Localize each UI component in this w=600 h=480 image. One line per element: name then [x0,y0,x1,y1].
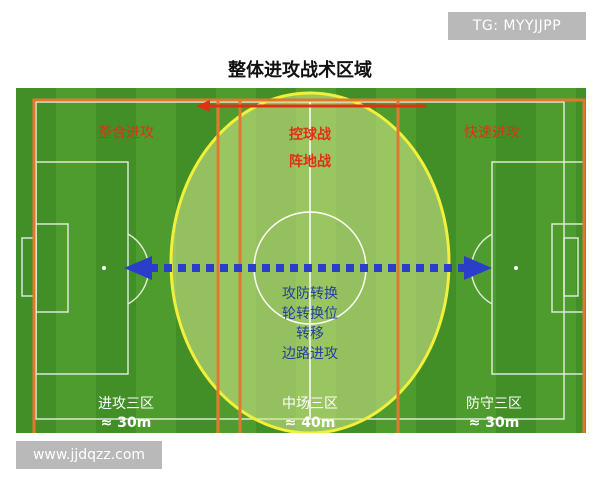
tactic-item: 攻防转换 [282,285,338,302]
label-positional: 阵地战 [289,153,331,170]
defense-third-outline [396,98,586,433]
label-possession: 控球战 [289,126,331,143]
zone-size-midfield: ≈ 40m [285,415,336,431]
left-penalty-spot [102,266,106,270]
blue-dashed-arrow [124,256,492,280]
zone-name-defense: 防守三区 [466,396,522,412]
zone-name-midfield: 中场三区 [282,396,338,412]
arrow-head-left [124,256,152,280]
watermark: www.jjdqzz.com [16,441,162,469]
tactic-item: 转移 [296,326,324,342]
arrow-head-right [464,256,492,280]
zone-size-attack: ≈ 30m [101,415,152,431]
tg-badge: TG: MYYJJPP [448,12,586,40]
top-red-arrow [196,100,426,112]
diagram-title: 整体进攻战术区域 [228,60,372,81]
tactic-item: 边路进攻 [282,346,338,362]
right-goal [563,237,579,297]
pitch-diagram: 整合进攻 控球战 阵地战 快速进攻 攻防转换 轮转换位 转移 边路进攻 进攻三区… [16,88,586,433]
tactic-item: 轮转换位 [282,305,338,322]
right-penalty-spot [514,266,518,270]
zone-size-defense: ≈ 30m [469,415,520,431]
zone-name-attack: 进攻三区 [98,396,154,412]
label-fast-attack: 快速进攻 [464,125,520,141]
pitch-svg: 整合进攻 控球战 阵地战 快速进攻 攻防转换 轮转换位 转移 边路进攻 进攻三区… [16,88,586,433]
label-integrated-attack: 整合进攻 [98,125,154,141]
left-goal [21,237,37,297]
